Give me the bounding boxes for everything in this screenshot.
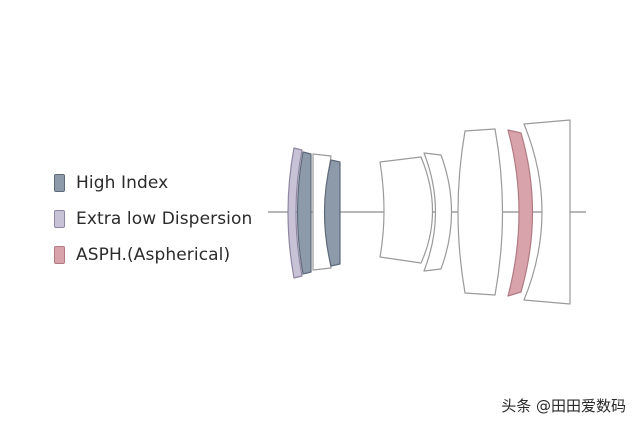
lens-element-7 [457, 128, 504, 296]
swatch-aspherical [54, 246, 65, 264]
lens-element-1 [287, 147, 303, 279]
watermark: 头条 @田田爱数码 [501, 397, 626, 415]
lens-element-2 [296, 151, 312, 275]
legend-label-extra-low-dispersion: Extra low Dispersion [76, 209, 253, 229]
lens-element-9 [523, 119, 571, 305]
lens-element-6 [423, 152, 453, 272]
swatch-extra-low-dispersion [54, 210, 65, 228]
lens-element-8 [507, 129, 534, 297]
legend-label-high-index: High Index [76, 173, 169, 193]
lens-element-5 [379, 156, 434, 264]
swatch-high-index [54, 174, 65, 192]
legend-item-aspherical: ASPH.(Aspherical) [54, 237, 252, 273]
lens-element-4 [323, 159, 341, 267]
legend-item-extra-low-dispersion: Extra low Dispersion [54, 201, 252, 237]
legend-label-aspherical: ASPH.(Aspherical) [76, 245, 231, 265]
legend: High Index Extra low Dispersion ASPH.(As… [54, 165, 252, 273]
legend-item-high-index: High Index [54, 165, 252, 201]
